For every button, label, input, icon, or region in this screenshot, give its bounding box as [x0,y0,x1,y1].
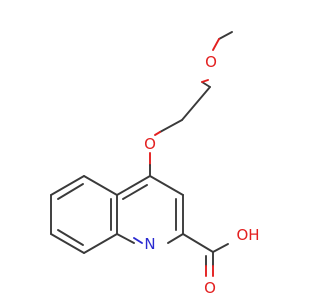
bond-c8a-n [116,233,135,244]
bond-c7-c8 [50,233,85,254]
atom-label-methoxy-oxygen: O [205,53,217,71]
bond-o-ether-a [154,131,161,136]
bond-c4a-c4 [116,175,151,196]
bond-c2-cooh [182,233,214,253]
bond-ch2-o-ether [159,119,183,133]
bond-c4a-c4-inner [122,184,148,200]
atom-label-ether-oxygen: O [144,135,156,153]
bond-c4-c3 [149,175,184,196]
bond-c5-c6 [50,175,85,196]
bond-cooh-oh [212,243,229,253]
bond-c8-c8a [83,233,118,254]
quinoline-carboxylic-acid-structure: O O N OH O [50,31,260,297]
bond-methyl-o [218,31,233,40]
bond-o-ch2-upper [201,81,211,88]
bond-c4a-c5 [83,175,118,196]
bond-c2-n [167,233,184,244]
bond-n-c8a [133,237,143,244]
atom-label-hydroxyl: OH [236,226,259,244]
bond-o-methoxy-b [201,79,209,83]
bond-o-methoxy-a [212,38,220,51]
atom-label-carbonyl-oxygen: O [204,279,216,297]
bond-c7-c8-inner [57,229,84,246]
bond-c5-c6-inner [57,183,84,200]
structure-canvas: O O N OH O [50,31,260,297]
bond-ch2-ch2 [181,86,211,121]
atom-label-ring-nitrogen: N [144,235,155,253]
